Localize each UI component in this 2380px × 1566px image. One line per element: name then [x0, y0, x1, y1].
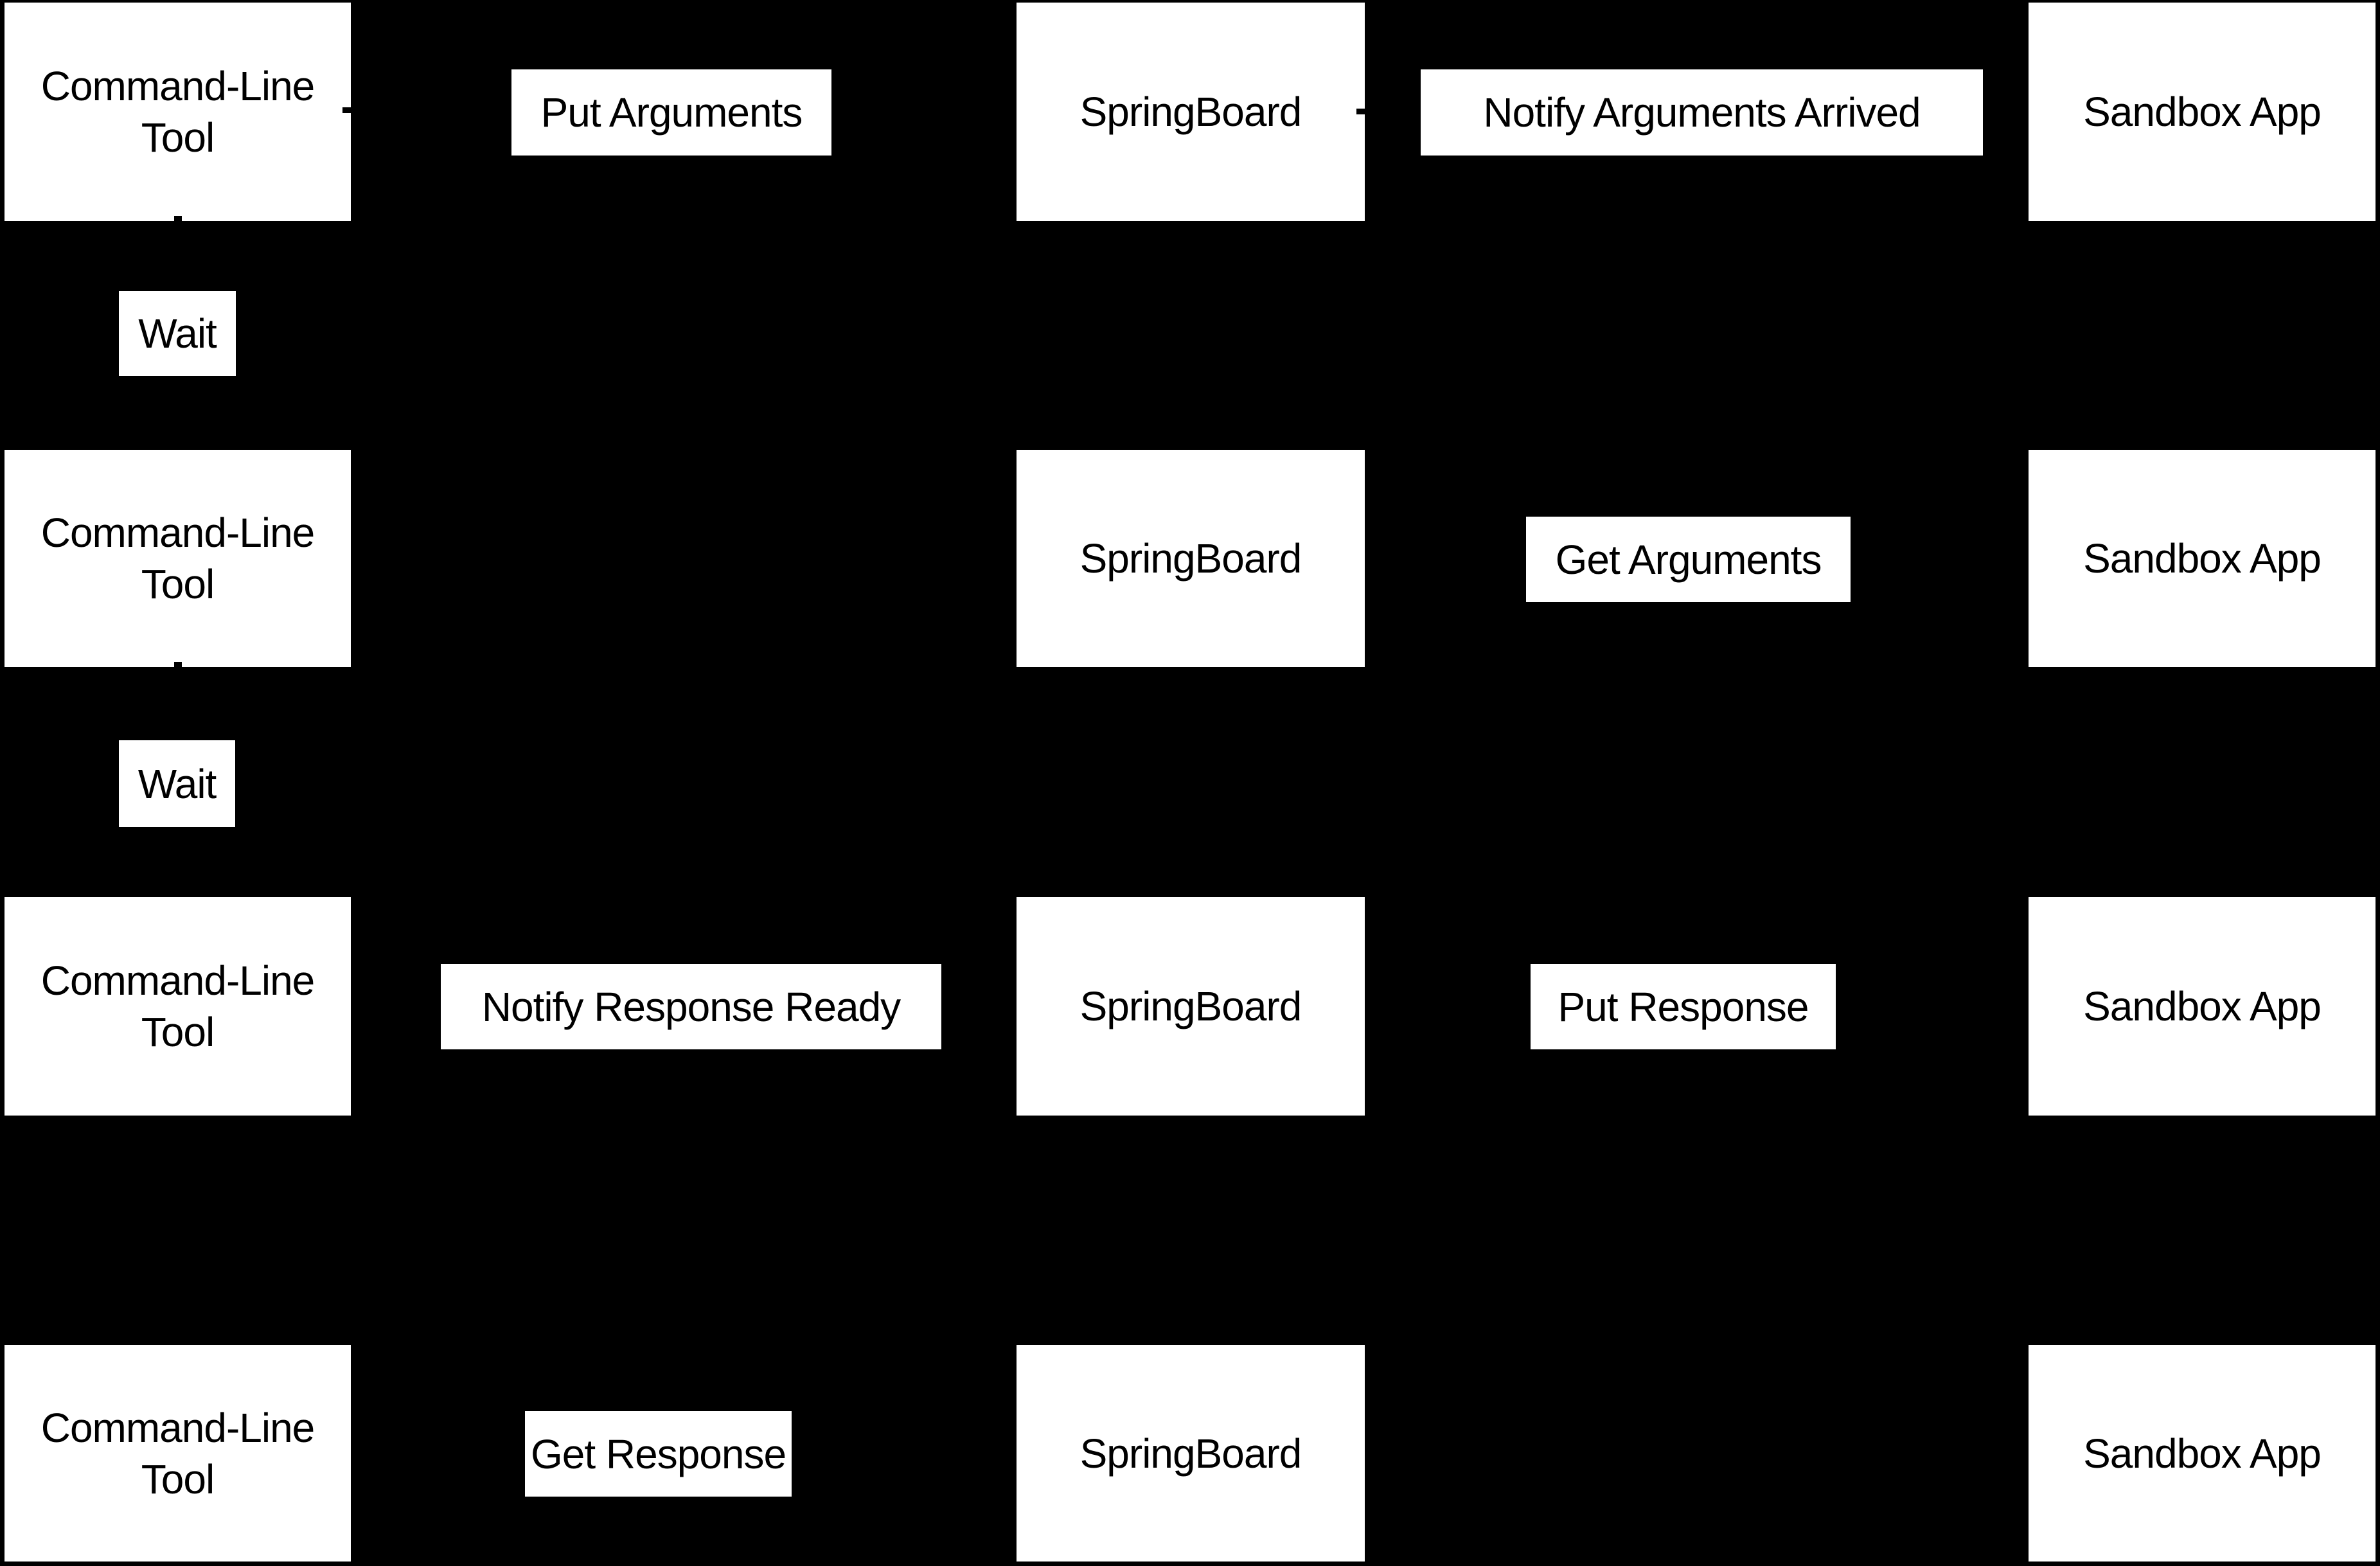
message-text: Wait	[138, 760, 217, 807]
node-springboard-row1: SpringBoard	[1017, 3, 1365, 221]
message-text: Get Response	[530, 1430, 786, 1477]
arrow-stub-icon	[342, 107, 351, 113]
message-text: Notify Arguments Arrived	[1483, 89, 1921, 136]
node-label: SpringBoard	[1079, 1430, 1302, 1477]
node-sandbox-app-row1: Sandbox App	[2029, 3, 2376, 221]
node-label: Sandbox App	[2083, 1430, 2322, 1477]
node-label: Sandbox App	[2083, 535, 2322, 582]
node-label: Command-Line Tool	[40, 1404, 315, 1502]
message-label-notify-response-ready: Notify Response Ready	[441, 964, 941, 1049]
node-label: SpringBoard	[1079, 535, 1302, 582]
node-command-line-tool-row2: Command-Line Tool	[4, 450, 351, 667]
node-label: Command-Line Tool	[40, 63, 315, 161]
node-label: SpringBoard	[1079, 89, 1302, 135]
node-label: Command-Line Tool	[40, 957, 315, 1055]
message-label-put-arguments: Put Arguments	[511, 69, 831, 156]
node-sandbox-app-row2: Sandbox App	[2029, 450, 2376, 667]
message-text: Put Arguments	[540, 89, 803, 136]
node-command-line-tool-row3: Command-Line Tool	[4, 897, 351, 1116]
wait-label-2: Wait	[119, 740, 235, 827]
message-text: Notify Response Ready	[481, 983, 901, 1030]
node-label: Command-Line Tool	[40, 510, 315, 607]
message-text: Wait	[138, 310, 217, 357]
node-sandbox-app-row4: Sandbox App	[2029, 1345, 2376, 1562]
node-label: SpringBoard	[1079, 983, 1302, 1029]
message-text: Get Arguments	[1555, 536, 1822, 583]
message-label-get-arguments: Get Arguments	[1526, 517, 1851, 602]
node-command-line-tool-row1: Command-Line Tool	[4, 3, 351, 221]
arrow-stub-icon	[174, 662, 182, 668]
message-label-get-response: Get Response	[525, 1411, 792, 1497]
message-text: Put Response	[1558, 983, 1809, 1030]
wait-label-1: Wait	[119, 291, 236, 376]
message-label-put-response: Put Response	[1531, 964, 1836, 1049]
message-label-notify-arguments-arrived: Notify Arguments Arrived	[1421, 69, 1983, 156]
node-label: Sandbox App	[2083, 983, 2322, 1029]
node-command-line-tool-row4: Command-Line Tool	[4, 1345, 351, 1562]
node-springboard-row2: SpringBoard	[1017, 450, 1365, 667]
node-label: Sandbox App	[2083, 89, 2322, 135]
node-springboard-row4: SpringBoard	[1017, 1345, 1365, 1562]
arrow-stub-icon	[174, 216, 182, 222]
node-springboard-row3: SpringBoard	[1017, 897, 1365, 1116]
node-sandbox-app-row3: Sandbox App	[2029, 897, 2376, 1116]
arrow-stub-icon	[1356, 109, 1365, 114]
